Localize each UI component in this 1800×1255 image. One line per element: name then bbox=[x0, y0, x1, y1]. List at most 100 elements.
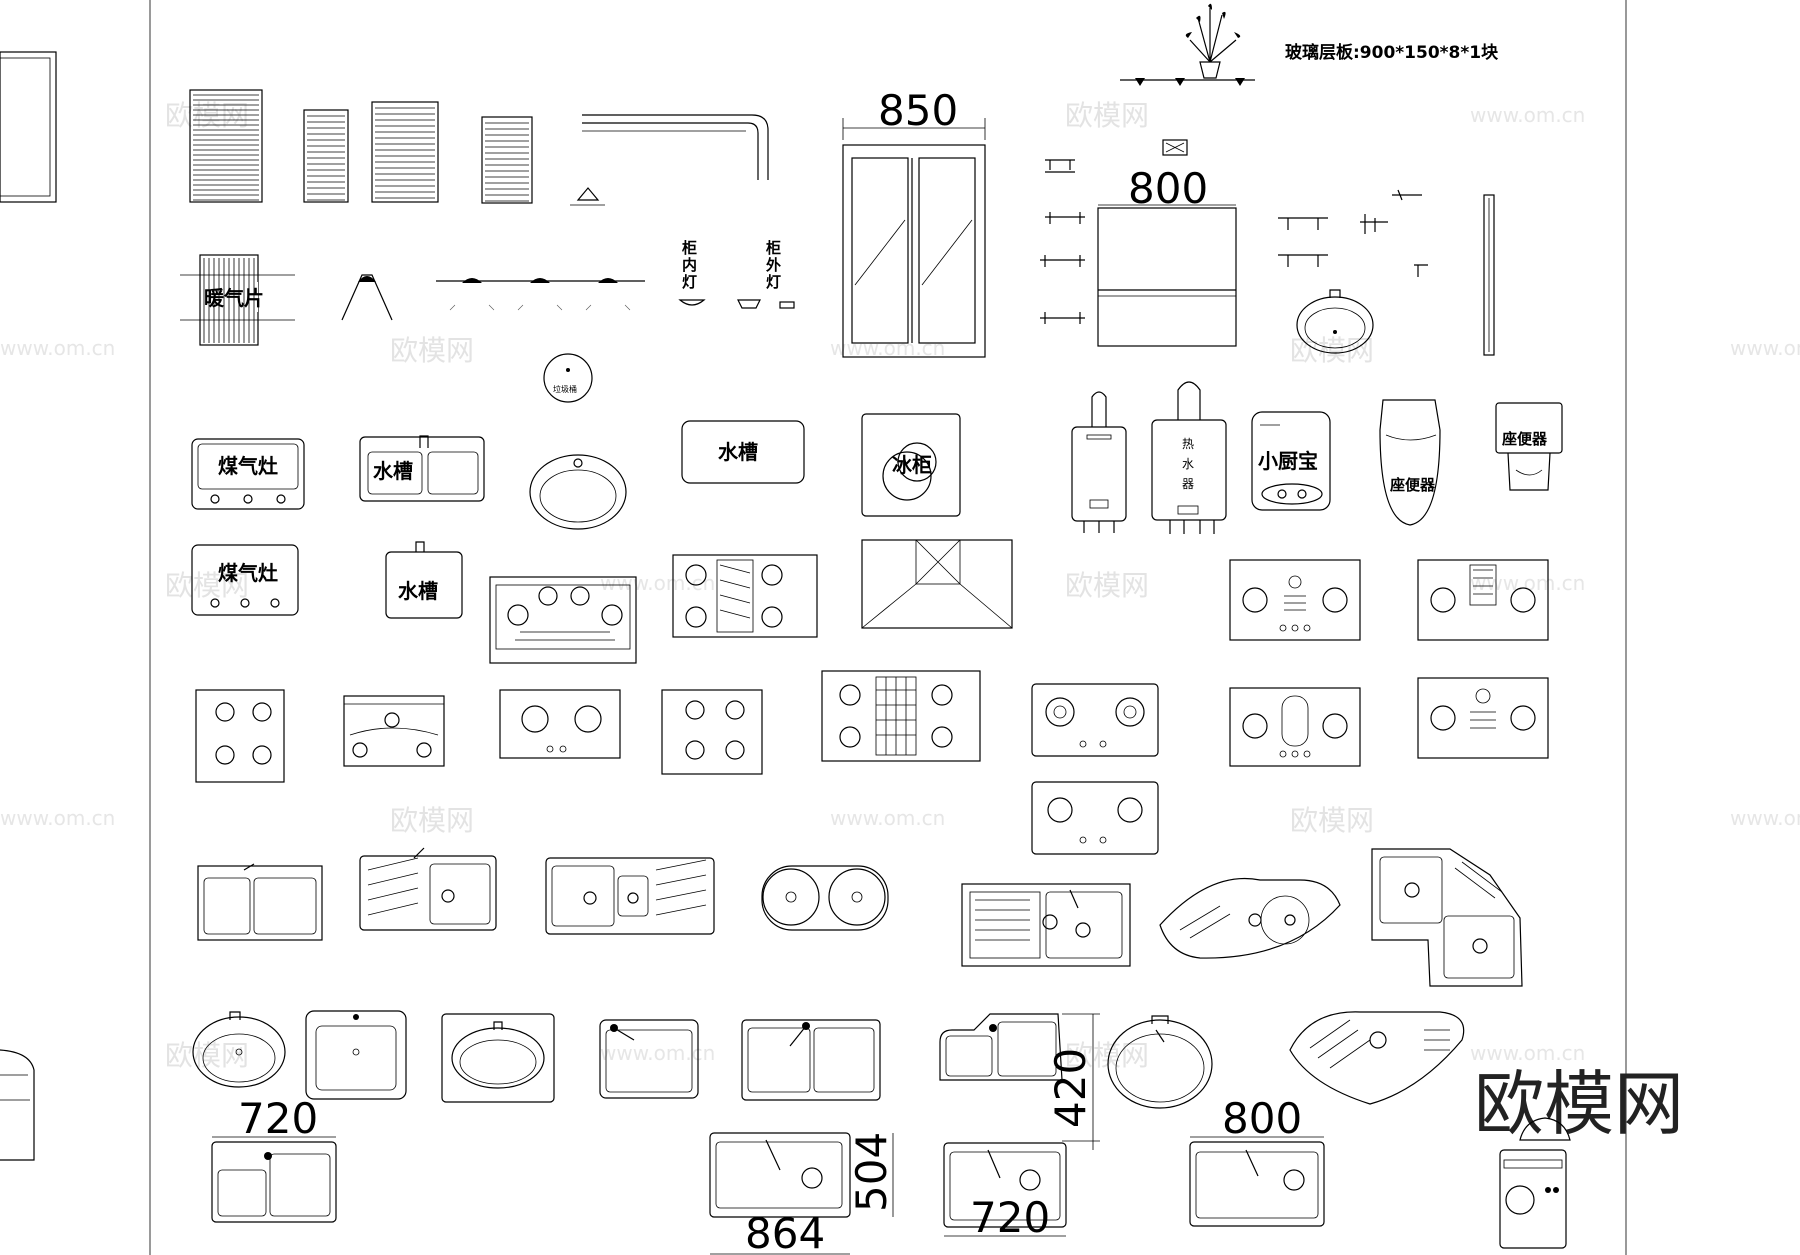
watermark-url: www.om.cn bbox=[830, 806, 945, 830]
oval-basin-a bbox=[529, 454, 627, 530]
svg-text:外: 外 bbox=[765, 256, 781, 274]
watermark-brand: 欧模网 bbox=[165, 1039, 249, 1072]
sink-drainboard-b bbox=[961, 883, 1131, 967]
boat-sink bbox=[1159, 877, 1341, 959]
cabinet-outer-light-label: 柜 bbox=[765, 239, 781, 257]
dimension-720a: 720 bbox=[238, 1094, 318, 1143]
disposal-label: 垃圾桶 bbox=[553, 384, 577, 394]
round-basin-a bbox=[192, 1011, 286, 1088]
watermark-url: www.om.cn bbox=[0, 336, 115, 360]
toilet-b: 座便器 bbox=[1495, 402, 1563, 491]
water-heater-b: 热 水 器 bbox=[1151, 381, 1227, 534]
svg-text:水槽: 水槽 bbox=[398, 579, 438, 603]
svg-text:煤气灶: 煤气灶 bbox=[218, 561, 278, 585]
brand-watermark-large: 欧模网 bbox=[1474, 1063, 1684, 1145]
sink-label: 水槽 bbox=[373, 459, 413, 483]
gas-hob-two-burner-b bbox=[1031, 781, 1159, 855]
dimension-800b: 800 bbox=[1222, 1094, 1302, 1143]
watermark-brand: 欧模网 bbox=[1065, 99, 1149, 132]
toilet-label: 座便器 bbox=[1389, 476, 1436, 494]
dimension-864: 864 bbox=[745, 1209, 825, 1255]
sink-drainboard-a bbox=[359, 847, 497, 931]
svg-text:灯: 灯 bbox=[766, 273, 781, 291]
double-sink-a bbox=[197, 863, 323, 941]
toilet-a: 座便器 bbox=[1379, 399, 1441, 526]
svg-text:座便器: 座便器 bbox=[1501, 430, 1548, 448]
hob-h bbox=[661, 689, 763, 775]
fridge-label: 冰柜 bbox=[892, 453, 932, 477]
disposal-unit: 垃圾桶 bbox=[543, 353, 593, 403]
frame-lines bbox=[0, 0, 1627, 1255]
l-shaped-sink bbox=[939, 1013, 1063, 1081]
watermark-url: www.om.cn bbox=[1470, 571, 1585, 595]
hob-i bbox=[821, 670, 981, 762]
dimension-420: 420 bbox=[1046, 1013, 1100, 1150]
cabinet-inner-light-label: 柜 bbox=[681, 239, 697, 257]
hob-e bbox=[195, 689, 285, 783]
watermark-url: www.om.cn bbox=[600, 1041, 715, 1065]
fridge: 冰柜 bbox=[861, 413, 961, 517]
gas-stove-label: 煤气灶 bbox=[218, 454, 278, 478]
watermark-url: www.om.cn bbox=[1730, 806, 1800, 830]
accessory-bars bbox=[1278, 189, 1495, 356]
svg-text:内: 内 bbox=[682, 256, 697, 274]
sink-labeled-a: 水槽 bbox=[359, 435, 485, 502]
hob-j bbox=[1229, 687, 1361, 767]
sink-labeled-b: 水槽 bbox=[681, 420, 805, 484]
watermark-brand: 欧模网 bbox=[390, 804, 474, 837]
sink-labeled-c: 水槽 bbox=[385, 541, 463, 619]
hob-b bbox=[672, 554, 818, 638]
range-hood bbox=[861, 539, 1013, 629]
hob-f bbox=[343, 695, 445, 767]
corner-sink-b bbox=[1289, 1011, 1465, 1105]
svg-text:灯: 灯 bbox=[682, 273, 697, 291]
gas-stove-a: 煤气灶 bbox=[191, 438, 305, 510]
watermark-brand: 欧模网 bbox=[1290, 804, 1374, 837]
glass-shelf-with-plant: 玻璃层板:900*150*8*1块 bbox=[1120, 3, 1499, 156]
gas-hob-two-burner-a bbox=[1031, 683, 1159, 757]
gas-stove-b: 煤气灶 bbox=[191, 544, 299, 616]
watermarks: 欧模网 欧模网 欧模网 欧模网 欧模网 欧模网 欧模网 欧模网 欧模网 欧模网 … bbox=[0, 99, 1800, 1072]
twin-round-sink bbox=[761, 865, 889, 931]
louvre-slats bbox=[193, 94, 529, 343]
sink-720-mid: 720 bbox=[943, 1142, 1067, 1242]
kitchen-treasure-label: 小厨宝 bbox=[1258, 449, 1318, 473]
watermark-brand: 欧模网 bbox=[390, 334, 474, 367]
hob-a bbox=[489, 576, 637, 664]
sink-864: 864 504 bbox=[709, 1132, 896, 1255]
water-heater-label: 热 bbox=[1182, 437, 1194, 451]
dimension-720b: 720 bbox=[970, 1193, 1050, 1242]
watermark-url: www.om.cn bbox=[830, 336, 945, 360]
watermark-brand: 欧模网 bbox=[165, 569, 249, 602]
hob-g bbox=[499, 689, 621, 759]
dimension-504: 504 bbox=[847, 1132, 896, 1212]
hob-k bbox=[1417, 677, 1549, 759]
sink-800-right: 800 bbox=[1189, 1094, 1325, 1227]
ceiling-trim-detail bbox=[570, 114, 769, 206]
watermark-url: www.om.cn bbox=[600, 571, 715, 595]
kitchen-treasure-heater: 小厨宝 bbox=[1251, 411, 1331, 511]
svg-text:水: 水 bbox=[1182, 457, 1194, 471]
hob-d bbox=[1417, 559, 1549, 641]
watermark-url: www.om.cn bbox=[0, 806, 115, 830]
pendant-lamp bbox=[341, 274, 393, 321]
sink-triple bbox=[545, 857, 715, 935]
dimension-420-label: 420 bbox=[1046, 1048, 1095, 1128]
watermark-brand: 欧模网 bbox=[165, 99, 249, 132]
louvre-panels bbox=[189, 89, 533, 204]
glass-door-cabinet: 850 bbox=[842, 86, 986, 358]
shelf-note: 玻璃层板:900*150*8*1块 bbox=[1285, 42, 1499, 63]
single-sink-a bbox=[599, 1019, 699, 1099]
dimension-800a: 800 bbox=[1128, 164, 1208, 213]
double-sink-b bbox=[741, 1019, 881, 1101]
track-lights bbox=[436, 278, 645, 311]
rect-basin-a bbox=[305, 1010, 407, 1100]
watermark-url: www.om.cn bbox=[1730, 336, 1800, 360]
base-cabinet-800: 800 bbox=[1097, 164, 1237, 347]
radiator: 暖气片 bbox=[180, 254, 295, 346]
watermark-brand: 欧模网 bbox=[1065, 569, 1149, 602]
watermark-brand: 欧模网 bbox=[1065, 1039, 1149, 1072]
water-heater-a bbox=[1071, 391, 1127, 533]
watermark-url: www.om.cn bbox=[1470, 1041, 1585, 1065]
cabinet-lights: 柜 内 灯 柜 外 灯 bbox=[678, 239, 795, 309]
